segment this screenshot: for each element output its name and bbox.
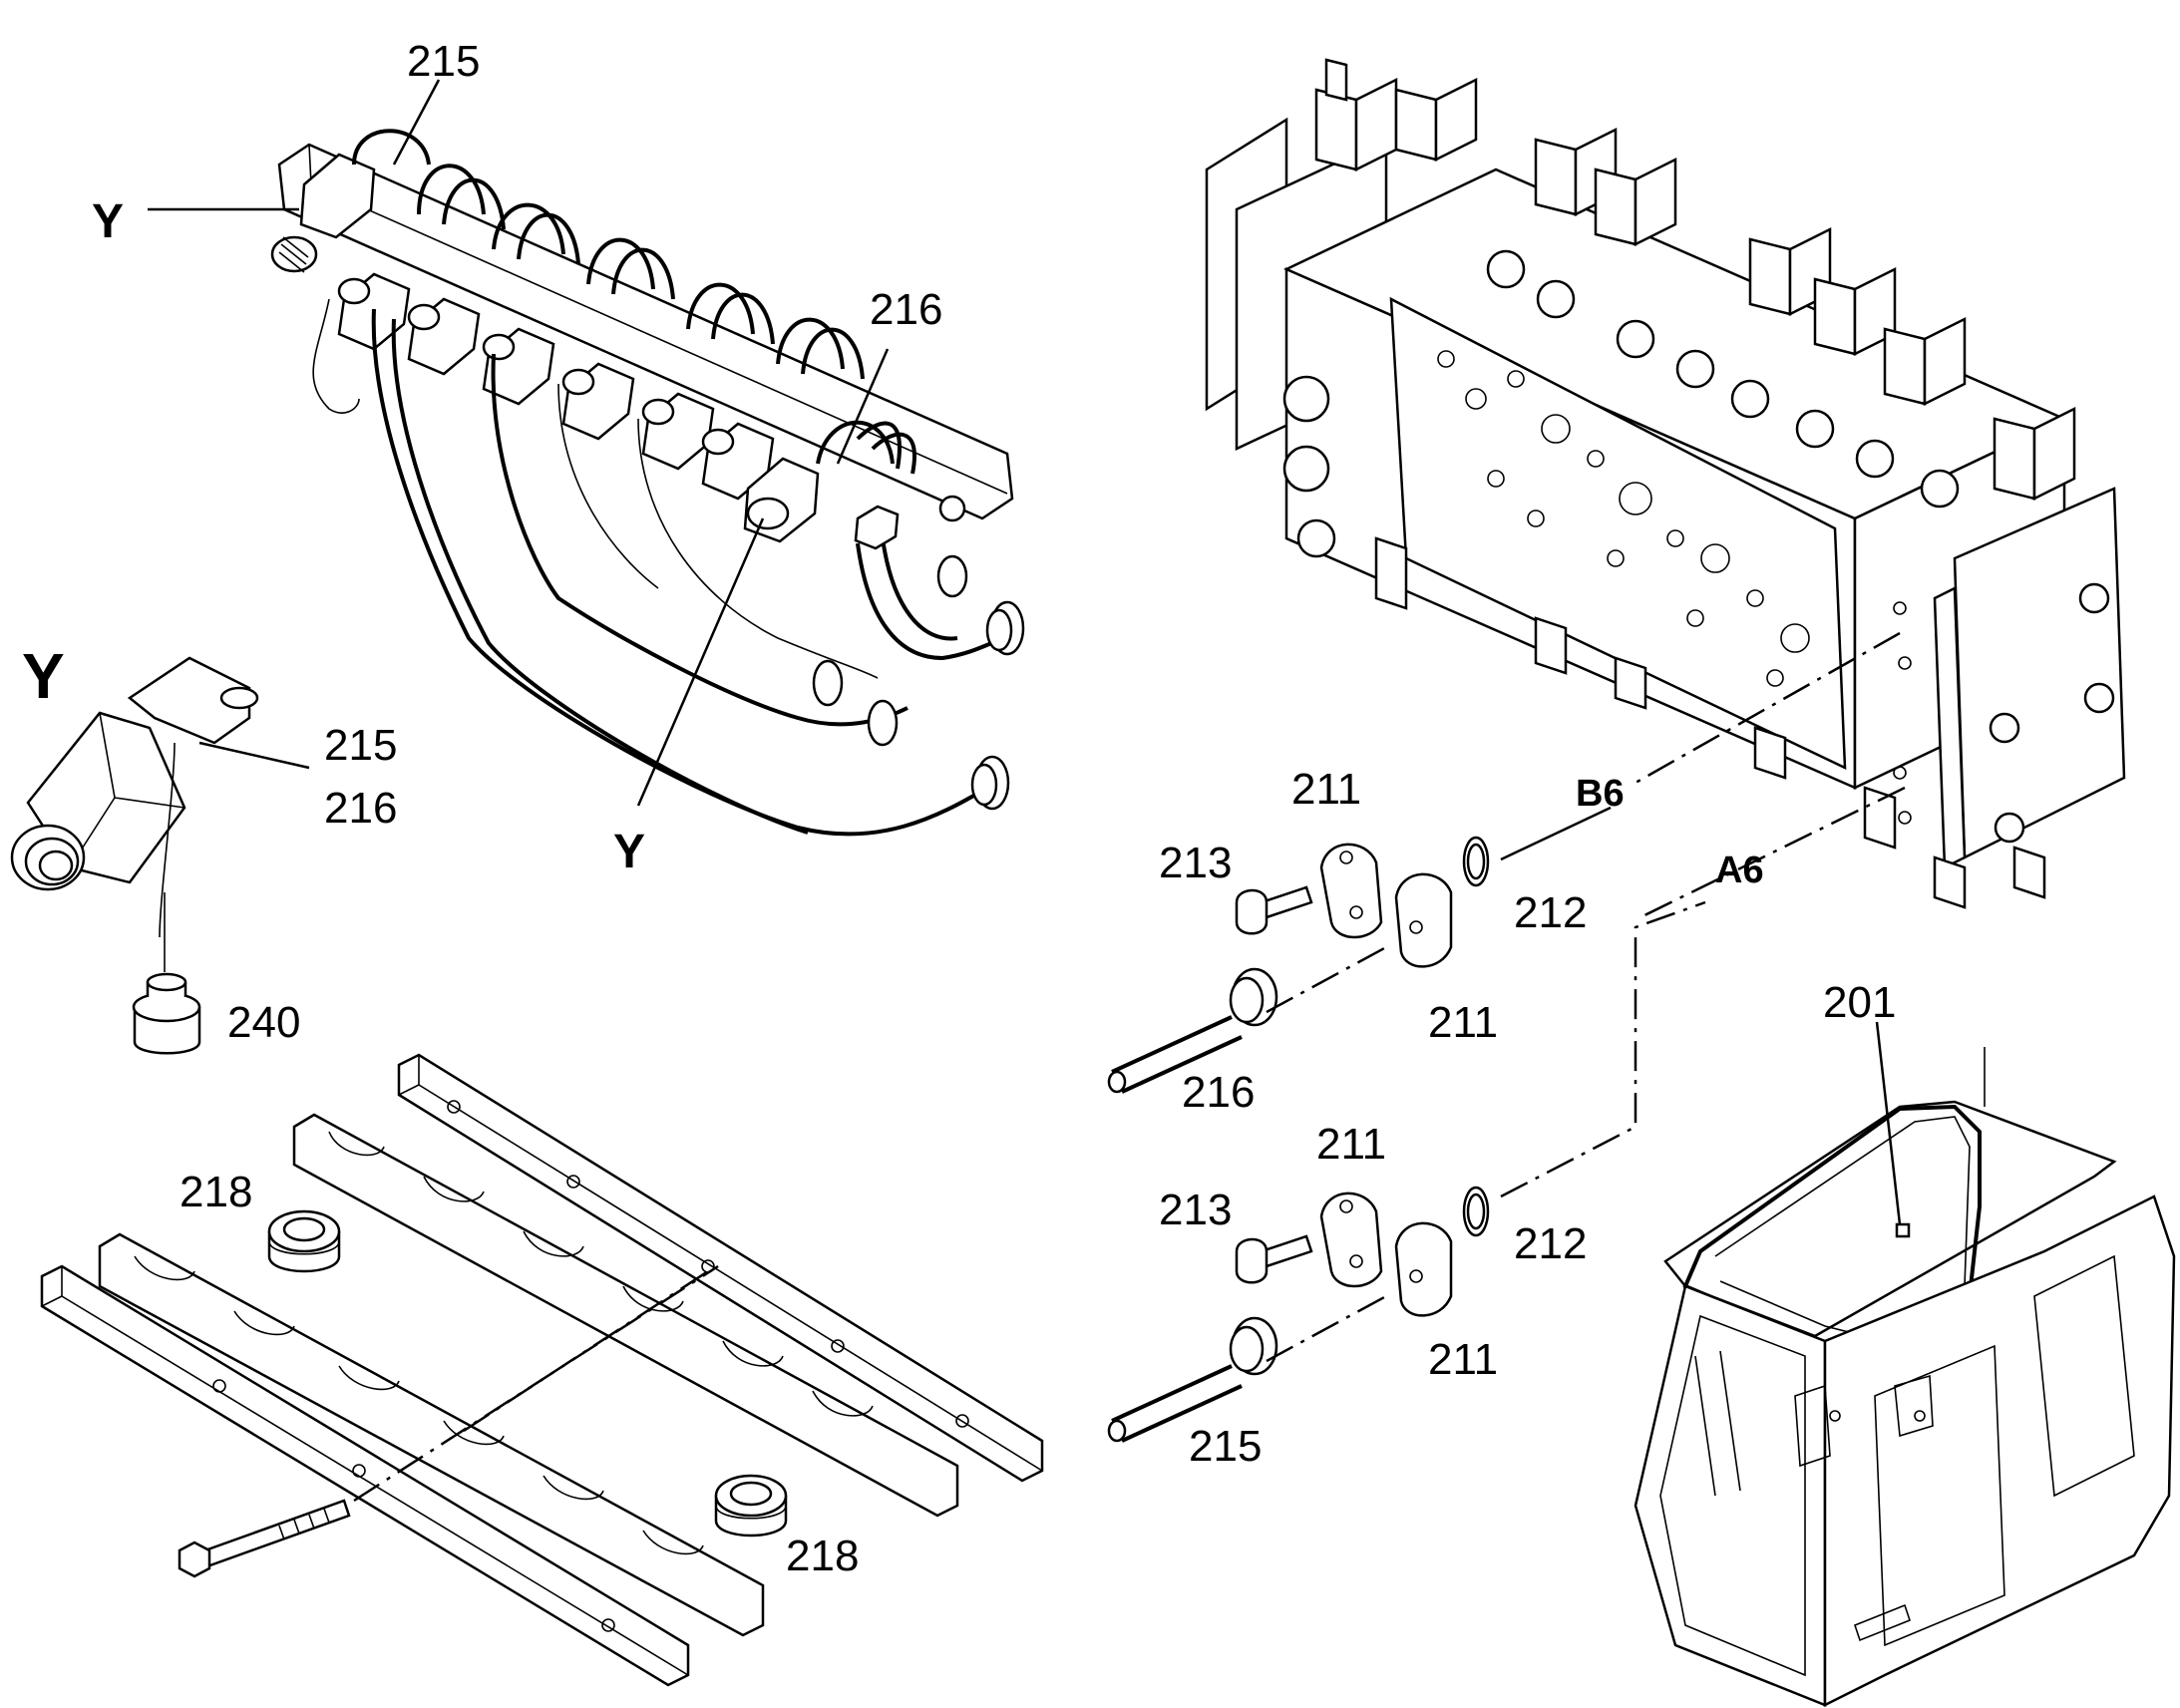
callout-y-bottom: Y (613, 826, 645, 878)
callout-215-pipe: 215 (1189, 1422, 1262, 1471)
plug-240 (132, 972, 201, 1055)
callout-201: 201 (1823, 978, 1896, 1027)
callout-240: 240 (227, 998, 300, 1047)
flange-group-lower (1107, 1186, 1490, 1443)
callout-212-upper: 212 (1514, 888, 1587, 937)
callout-y-detail: Y (22, 640, 65, 712)
callout-216-pipe: 216 (1182, 1068, 1255, 1117)
callout-y-top-left: Y (92, 195, 124, 248)
callout-216-detail: 216 (324, 784, 397, 833)
nut-218-lower (714, 1474, 788, 1537)
control-valve-block (1205, 58, 2126, 909)
clamp-plates (40, 1053, 1044, 1687)
port-b6: B6 (1576, 773, 1625, 815)
pipe-manifold-assembly (270, 129, 1025, 837)
callout-215-detail: 215 (324, 721, 397, 770)
flange-group-upper (1107, 836, 1490, 1094)
callout-213-upper: 213 (1159, 839, 1232, 887)
fitting-detail-y (10, 656, 259, 938)
cab (1634, 1047, 2176, 1708)
callout-212-lower: 212 (1514, 1219, 1587, 1268)
callout-211-lower-bottom: 211 (1428, 1335, 1498, 1384)
callout-213-lower: 213 (1159, 1186, 1232, 1234)
port-a6: A6 (1715, 850, 1764, 891)
callout-218-lower: 218 (786, 1532, 859, 1580)
callout-211-upper-top: 211 (1291, 765, 1361, 814)
callout-218-upper: 218 (180, 1168, 252, 1216)
callout-216-top: 216 (870, 285, 942, 334)
callout-211-upper-bottom: 211 (1428, 998, 1498, 1047)
callout-215-top: 215 (407, 37, 480, 86)
nut-218-upper (267, 1209, 341, 1273)
callout-211-lower-top: 211 (1316, 1120, 1386, 1169)
